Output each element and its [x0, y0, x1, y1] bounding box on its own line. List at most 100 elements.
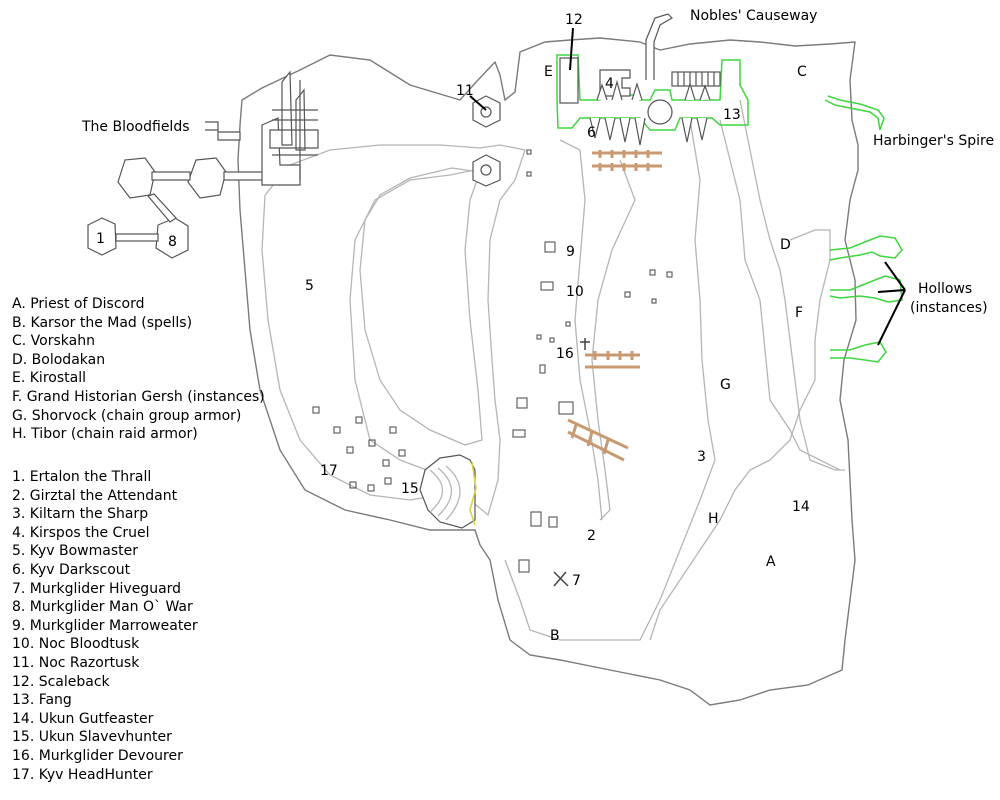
- arena-gate: [469, 461, 477, 526]
- legend-number-item: 2. Girztal the Attendant: [12, 487, 178, 504]
- legend-number-item: 11. Noc Razortusk: [12, 654, 140, 671]
- fortress-stair-lines: [677, 72, 715, 86]
- hollows-instance-2: [829, 275, 903, 303]
- bloodfields-link-1-8: [115, 233, 159, 242]
- label-hollows: Hollows: [918, 281, 972, 297]
- legend-number-item: 13. Fang: [12, 692, 72, 709]
- legend-number-item: 8. Murkglider Man O` War: [12, 599, 193, 616]
- legend-number-item: 10. Noc Bloodtusk: [12, 636, 140, 653]
- central-ridge-west: [559, 139, 603, 521]
- bloodfields-tower: [261, 117, 301, 186]
- pointer-12: [569, 27, 574, 71]
- bloodfields-spikes: [269, 70, 319, 151]
- marker-E: E: [544, 64, 553, 80]
- marker-D: D: [780, 237, 791, 253]
- marker-10: 10: [566, 284, 584, 300]
- bridge-middle: [585, 351, 640, 369]
- legend-letter-item: E. Kirostall: [12, 370, 86, 387]
- hollows-instance-3: [830, 341, 887, 363]
- pointer-11: [469, 95, 487, 111]
- fortress-building-4: [599, 69, 631, 97]
- legend-number-item: 4. Kirspos the Cruel: [12, 524, 150, 541]
- noc-lair-upper-core: [480, 106, 492, 118]
- marker-12: 12: [565, 12, 583, 28]
- legend-number-item: 16. Murkglider Devourer: [12, 747, 183, 764]
- bloodfields-diagonal: [146, 193, 177, 223]
- label-harbingers-spire: Harbinger's Spire: [873, 133, 994, 149]
- label-hollows-instances: (instances): [910, 300, 988, 316]
- legend-letter-item: H. Tibor (chain raid armor): [12, 426, 198, 443]
- bloodfields-corridor: [205, 121, 241, 141]
- bridge-south-2: [567, 424, 625, 462]
- bloodfields-hall-1-room: [87, 217, 117, 256]
- label-nobles-causeway: Nobles' Causeway: [690, 8, 817, 24]
- marker-15: 15: [401, 481, 419, 497]
- legend-numbers: 1. Ertalon the Thrall 2. Girztal the Att…: [12, 468, 198, 784]
- marker-17: 17: [320, 463, 338, 479]
- pointer-hollows: [877, 261, 906, 346]
- legend-number-item: 12. Scaleback: [12, 673, 110, 690]
- legend-letter-item: A. Priest of Discord: [12, 296, 145, 312]
- arena-ring: [419, 454, 476, 529]
- marker-3: 3: [697, 449, 706, 465]
- bloodfields-hall-link: [151, 171, 191, 181]
- fortress-west-tower: [559, 57, 579, 104]
- bridge-south-1: [567, 418, 629, 450]
- bloodfields-hall-2: [187, 157, 227, 199]
- huts: [312, 149, 673, 573]
- nobles-causeway-path: [645, 13, 673, 80]
- noc-lair-lower-core: [480, 164, 492, 176]
- east-canyon: [649, 229, 831, 641]
- legend-number-item: 3. Kiltarn the Sharp: [12, 506, 149, 523]
- marker-F: F: [795, 305, 803, 321]
- harbingers-spire-path: [824, 95, 885, 131]
- marker-2: 2: [587, 528, 596, 544]
- marker-6: 6: [587, 125, 596, 141]
- marker-13: 13: [723, 107, 741, 123]
- marker-14: 14: [792, 499, 810, 515]
- marker-4: 4: [605, 76, 614, 92]
- arena-steps: [429, 465, 461, 521]
- west-island-inner: [261, 144, 526, 517]
- legend-letter-item: B. Karsor the Mad (spells): [12, 314, 193, 331]
- hollows-instance-1: [829, 235, 903, 261]
- legend-number-item: 15. Ukun Slavevhunter: [12, 729, 172, 746]
- legend-number-item: 14. Ukun Gutfeaster: [12, 710, 154, 727]
- west-lake-outline: [359, 167, 483, 446]
- legend-number-item: 17. Kyv HeadHunter: [12, 766, 153, 783]
- marker-11: 11: [456, 83, 474, 99]
- marker-16: 16: [556, 346, 574, 362]
- marker-7: 7: [572, 573, 581, 589]
- legend-letter-item: G. Shorvock (chain group armor): [12, 407, 242, 424]
- marker-5: 5: [305, 278, 314, 294]
- legend-number-item: 9. Murkglider Marroweater: [12, 617, 198, 634]
- legend-letter-item: D. Bolodakan: [12, 351, 106, 368]
- marker-H: H: [708, 511, 719, 527]
- marker-9: 9: [566, 244, 575, 260]
- marker-G: G: [720, 377, 731, 393]
- marker-16-cross: [580, 338, 590, 350]
- far-east-ridge: [719, 99, 845, 471]
- marker-7-cross: [553, 571, 569, 587]
- bloodfields-hall-link-2: [223, 171, 265, 181]
- legend-letter-item: C. Vorskahn: [12, 333, 95, 350]
- legend-number-item: 7. Murkglider Hiveguard: [12, 580, 182, 597]
- marker-C: C: [797, 64, 807, 80]
- legend-number-item: 5. Kyv Bowmaster: [12, 543, 138, 560]
- bridge-north-1: [592, 150, 662, 158]
- central-ridge-east: [591, 159, 636, 521]
- label-bloodfields: The Bloodfields: [81, 119, 190, 135]
- bridge-north-2: [592, 163, 662, 171]
- marker-8: 8: [168, 234, 177, 250]
- eastern-ridge: [504, 119, 716, 641]
- marker-B: B: [550, 628, 560, 644]
- marker-A: A: [766, 554, 776, 570]
- legend-number-item: 6. Kyv Darkscout: [12, 561, 131, 578]
- legend-letters: A. Priest of Discord B. Karsor the Mad (…: [12, 295, 265, 444]
- legend-letter-item: F. Grand Historian Gersh (instances): [12, 388, 265, 405]
- outer-wall: [237, 37, 859, 706]
- bloodfields-ladder: [272, 80, 318, 180]
- legend-number-item: 1. Ertalon the Thrall: [12, 469, 152, 485]
- fortress-spikes: [589, 79, 711, 146]
